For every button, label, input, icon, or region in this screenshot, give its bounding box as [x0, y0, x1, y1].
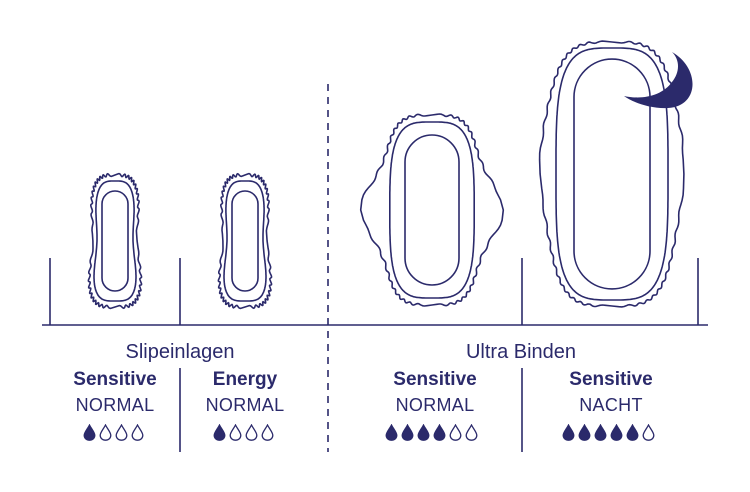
group-title-slipeinlagen: Slipeinlagen [125, 341, 235, 363]
drop-filled-icon [594, 424, 607, 441]
drop-empty-icon [465, 424, 478, 441]
absorbency-rating [83, 424, 144, 441]
absorbency-rating [562, 424, 655, 441]
drop-empty-icon [261, 424, 274, 441]
drop-filled-icon [213, 424, 226, 441]
ultra-pad-icon [359, 113, 505, 307]
drop-filled-icon [83, 424, 96, 441]
product-name: Sensitive [569, 369, 653, 390]
drop-empty-icon [131, 424, 144, 441]
drop-empty-icon [449, 424, 462, 441]
drop-empty-icon [115, 424, 128, 441]
drop-filled-icon [417, 424, 430, 441]
drop-filled-icon [562, 424, 575, 441]
drop-filled-icon [578, 424, 591, 441]
product-name: Sensitive [73, 369, 157, 390]
panty-liner-icon [217, 172, 273, 310]
moon-icon [624, 52, 693, 109]
drop-filled-icon [433, 424, 446, 441]
drop-filled-icon [626, 424, 639, 441]
drop-empty-icon [642, 424, 655, 441]
drop-empty-icon [99, 424, 112, 441]
drop-empty-icon [245, 424, 258, 441]
drop-filled-icon [610, 424, 623, 441]
product-variant: NACHT [579, 395, 643, 415]
group-title-ultra-binden: Ultra Binden [465, 341, 577, 363]
absorbency-rating [213, 424, 274, 441]
product-name: Energy [212, 369, 278, 390]
product-variant: NORMAL [205, 395, 285, 415]
product-variant: NORMAL [395, 395, 475, 415]
night-pad-icon [538, 40, 685, 308]
drop-filled-icon [385, 424, 398, 441]
drop-empty-icon [229, 424, 242, 441]
absorbency-rating [385, 424, 478, 441]
panty-liner-icon [87, 172, 143, 310]
product-name: Sensitive [393, 369, 477, 390]
drop-filled-icon [401, 424, 414, 441]
product-variant: NORMAL [75, 395, 155, 415]
